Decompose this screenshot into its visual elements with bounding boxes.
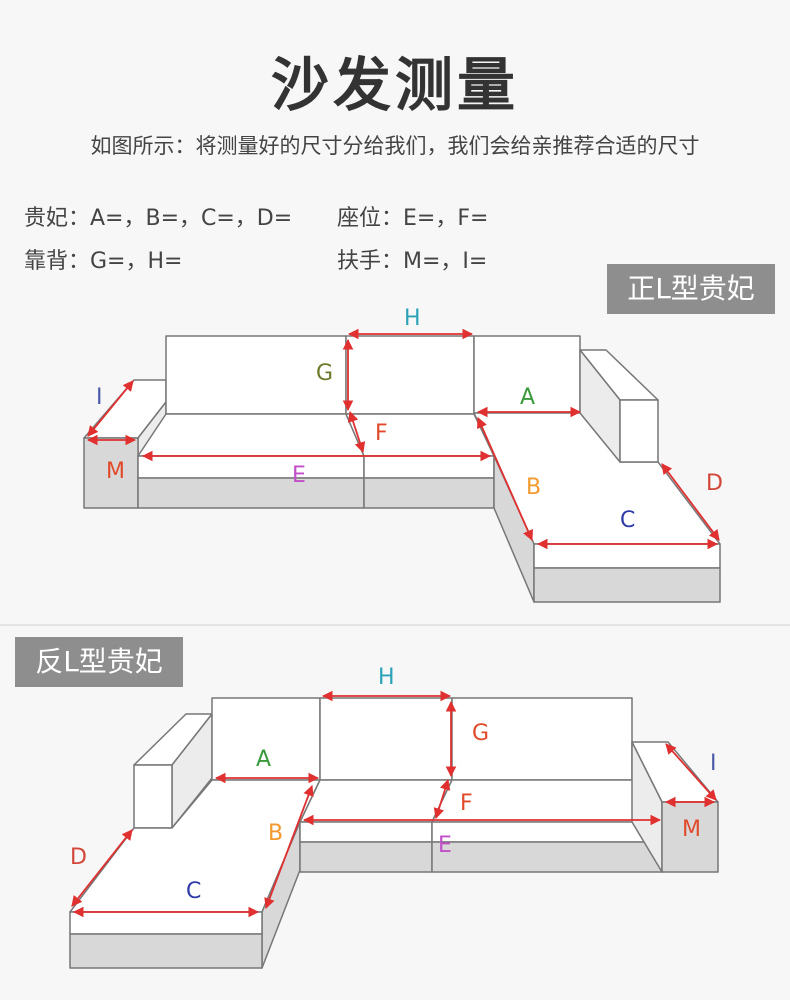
back-fields: 靠背：G=，H=	[24, 249, 183, 274]
seat2-middle	[299, 779, 453, 823]
label2-c: C	[186, 879, 201, 904]
label-i: I	[96, 385, 103, 410]
tag-left-l: 反L型贵妃	[15, 637, 183, 687]
seat2-right-front	[431, 821, 663, 843]
label2-i: I	[710, 751, 717, 776]
seat2-mid-base	[299, 841, 433, 873]
chaise-front	[533, 543, 721, 569]
label-h: H	[404, 306, 421, 331]
label-b: B	[526, 475, 541, 500]
label-e: E	[292, 463, 306, 488]
back-middle	[345, 335, 475, 415]
label-g: G	[316, 361, 333, 386]
chaise2-base	[69, 933, 263, 969]
label-a: A	[520, 385, 535, 410]
page-title: 沙发测量	[270, 51, 519, 119]
chaise2-front	[69, 911, 263, 935]
label2-f: F	[460, 791, 473, 816]
label2-b: B	[268, 821, 283, 846]
arrows-right-l	[86, 328, 720, 550]
label-m: M	[106, 459, 125, 484]
labels-left-l: H G F E I M A B C D	[70, 665, 717, 904]
back-left	[165, 335, 347, 415]
chaise-base	[533, 567, 721, 603]
label2-m: M	[682, 817, 701, 842]
seat2-right-base	[431, 841, 663, 873]
seat-fields: 座位：E=，F=	[337, 206, 489, 231]
label2-d: D	[70, 845, 87, 870]
back2-middle	[319, 697, 453, 781]
chaise-fields: 贵妃：A=，B=，C=，D=	[24, 206, 293, 231]
labels-right-l: H G F E I M A B C D	[96, 306, 723, 533]
seat-mid-base	[363, 477, 495, 509]
armrest-fields: 扶手：M=，I=	[337, 249, 488, 274]
left2-armrest-front	[133, 764, 173, 829]
right2-armrest-front	[661, 801, 719, 873]
page-subtitle: 如图所示：将测量好的尺寸分给我们，我们会给亲推荐合适的尺寸	[90, 134, 700, 158]
label2-g: G	[472, 721, 489, 746]
seat2-mid-front	[299, 821, 433, 843]
seat-left	[137, 413, 365, 457]
sofa-right-l	[83, 335, 721, 603]
sofa-left-l	[69, 697, 719, 969]
label-c: C	[620, 508, 635, 533]
back2-right	[451, 697, 633, 781]
label2-h: H	[378, 665, 395, 690]
seat-left-base	[137, 477, 365, 509]
tag-right-l: 正L型贵妃	[607, 264, 775, 314]
label-d: D	[706, 471, 723, 496]
label2-a: A	[256, 747, 271, 772]
seat-mid-front	[363, 455, 495, 479]
right-armrest-front	[619, 399, 659, 463]
seat-left-front	[137, 455, 365, 479]
arrows-left-l	[71, 690, 717, 918]
seat-middle	[345, 413, 495, 457]
label-f: F	[375, 421, 388, 446]
divider	[0, 624, 790, 626]
label2-e: E	[438, 833, 452, 858]
